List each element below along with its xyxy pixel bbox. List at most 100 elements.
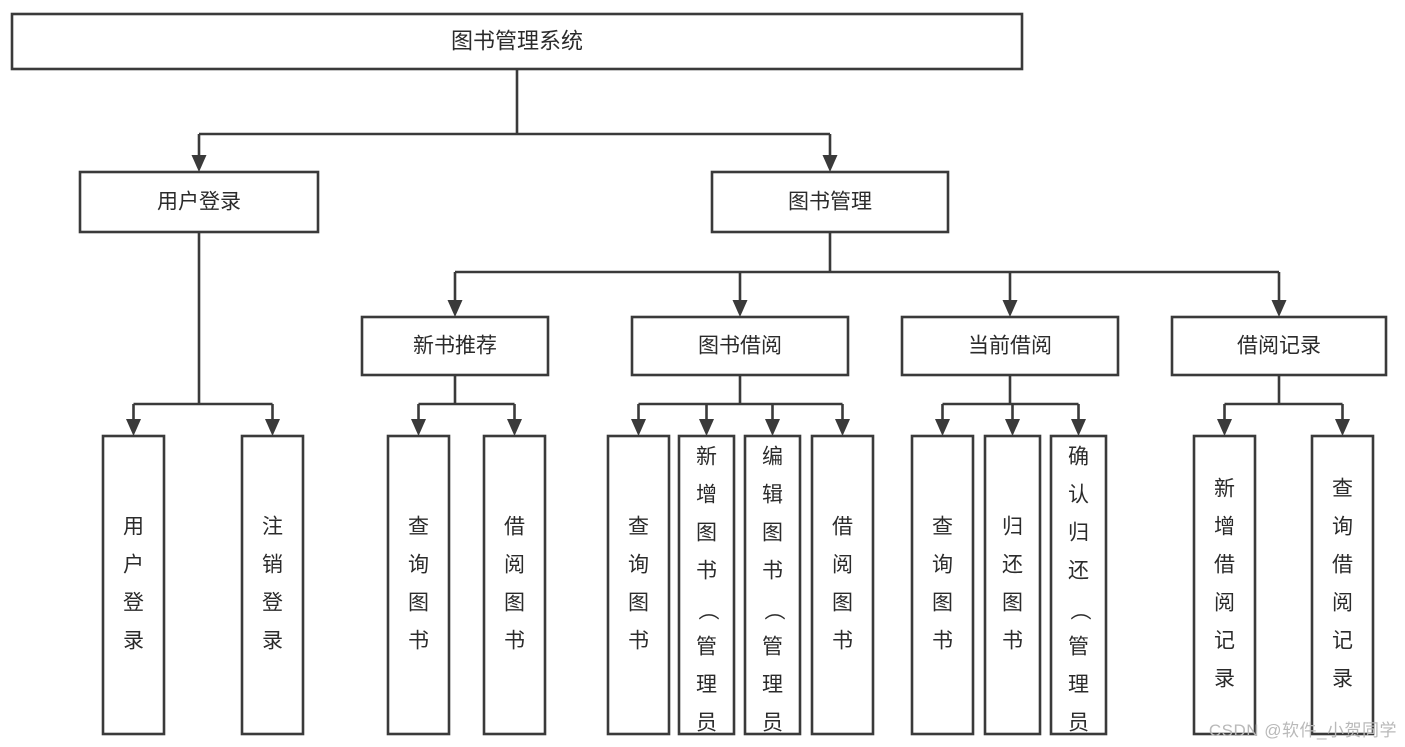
node-label-char: 管: [1068, 636, 1089, 659]
node-label-char: 查: [628, 516, 649, 539]
node-box-leaf-return-book[interactable]: [983, 434, 1042, 736]
node-label-char: 辑: [762, 484, 783, 507]
connector-arrowhead: [1217, 419, 1232, 436]
node-user-login[interactable]: 用户登录: [78, 170, 320, 234]
node-box-borrow-record[interactable]: [1170, 315, 1388, 377]
node-label-root: 图书管理系统: [451, 28, 583, 53]
node-box-leaf-query-book-recommend[interactable]: [386, 434, 451, 736]
node-label-char: 借: [832, 516, 853, 539]
node-label-char: 借: [1332, 554, 1353, 577]
watermark-label: CSDN @软件_小贺同学: [1208, 721, 1397, 740]
node-label-char: 理: [696, 674, 717, 697]
node-label-char: 图: [932, 592, 953, 615]
connector-group-root: [191, 69, 838, 172]
node-label-char: 员: [1068, 712, 1089, 735]
connector-group-book-manage: [447, 232, 1287, 317]
connector-group-borrow-record: [1217, 375, 1350, 436]
node-label-char: 书: [1002, 630, 1023, 653]
node-leaf-user-login[interactable]: 用户登录: [101, 434, 166, 736]
node-box-book-borrow[interactable]: [630, 315, 850, 377]
node-label-char: 录: [1214, 668, 1235, 691]
node-label-char: 理: [1068, 674, 1089, 697]
node-label-char: 阅: [1214, 592, 1235, 615]
node-label-char: （: [762, 600, 785, 621]
node-label-char: 管: [762, 636, 783, 659]
node-box-user-login[interactable]: [78, 170, 320, 234]
node-label-book-borrow: 图书借阅: [698, 335, 782, 358]
node-label-user-login: 用户登录: [157, 191, 241, 214]
node-label-char: 询: [408, 554, 429, 577]
node-label-char: 还: [1002, 554, 1023, 577]
node-label-char: 录: [1332, 668, 1353, 691]
node-box-leaf-add-borrow-record[interactable]: [1192, 434, 1257, 736]
node-label-char: 图: [504, 592, 525, 615]
node-label-char: 记: [1214, 630, 1235, 653]
node-root[interactable]: 图书管理系统: [10, 12, 1024, 71]
node-book-borrow[interactable]: 图书借阅: [630, 315, 850, 377]
node-box-leaf-confirm-return[interactable]: [1049, 434, 1108, 736]
node-box-current-borrow[interactable]: [900, 315, 1120, 377]
node-label-char: 还: [1068, 560, 1089, 583]
node-box-leaf-logout[interactable]: [240, 434, 305, 736]
node-label-char: 询: [628, 554, 649, 577]
connector-arrowhead: [126, 419, 141, 436]
node-label-borrow-record: 借阅记录: [1237, 335, 1321, 358]
node-label-char: 归: [1068, 522, 1089, 545]
node-label-char: 用: [123, 516, 144, 539]
node-label-char: 登: [262, 592, 283, 615]
node-label-char: 编: [762, 446, 783, 469]
node-box-leaf-borrow-book[interactable]: [810, 434, 875, 736]
node-label-char: 归: [1002, 516, 1023, 539]
node-label-char: 书: [408, 630, 429, 653]
connector-group-user-login: [126, 232, 280, 436]
node-new-book-recommend[interactable]: 新书推荐: [360, 315, 550, 377]
node-label-char: 查: [1332, 478, 1353, 501]
node-label-char: 确: [1068, 446, 1089, 469]
node-box-leaf-edit-book[interactable]: [743, 434, 802, 736]
node-label-char: 查: [932, 516, 953, 539]
node-box-leaf-add-book[interactable]: [677, 434, 736, 736]
node-label-char: 员: [762, 712, 783, 735]
node-box-leaf-user-login[interactable]: [101, 434, 166, 736]
node-label-char: 图: [628, 592, 649, 615]
connector-arrowhead: [191, 155, 207, 172]
node-box-leaf-borrow-book-recommend[interactable]: [482, 434, 547, 736]
connector-group-new-book-recommend: [411, 375, 522, 436]
node-label-char: 图: [832, 592, 853, 615]
node-box-leaf-query-borrow-record[interactable]: [1310, 434, 1375, 736]
node-book-manage[interactable]: 图书管理: [710, 170, 950, 234]
node-box-leaf-query-book-current[interactable]: [910, 434, 975, 736]
node-box-book-manage[interactable]: [710, 170, 950, 234]
node-label-char: 认: [1068, 484, 1089, 507]
node-borrow-record[interactable]: 借阅记录: [1170, 315, 1388, 377]
node-box-root[interactable]: [10, 12, 1024, 71]
node-label-char: 借: [1214, 554, 1235, 577]
connector-arrowhead: [835, 419, 850, 436]
node-box-new-book-recommend[interactable]: [360, 315, 550, 377]
node-current-borrow[interactable]: 当前借阅: [900, 315, 1120, 377]
node-label-char: 询: [1332, 516, 1353, 539]
node-label-char: 录: [123, 630, 144, 653]
connector-arrowhead: [1335, 419, 1350, 436]
node-box-leaf-query-book-borrow[interactable]: [606, 434, 671, 736]
connector-arrowhead: [822, 155, 838, 172]
connector-layer: [126, 69, 1350, 436]
connector-arrowhead: [1002, 300, 1018, 317]
node-label-char: 管: [696, 636, 717, 659]
node-label-char: 书: [504, 630, 525, 653]
node-label-char: 阅: [504, 554, 525, 577]
